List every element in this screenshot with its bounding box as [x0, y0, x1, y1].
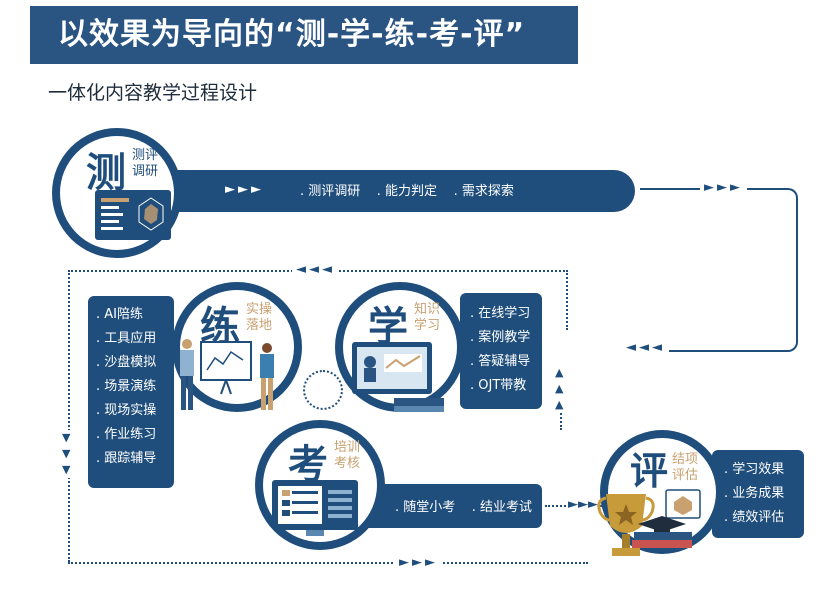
lian-items: . AI陪练 . 工具应用 . 沙盘模拟 . 场景演练 . 现场实操 . 作业练… [96, 303, 156, 471]
ping-card [712, 450, 804, 538]
xue-items: . 在线学习 . 案例教学 . 答疑辅导 . OJT带教 [470, 302, 530, 398]
presenters-whiteboard-icon [175, 330, 285, 426]
lian-label-1: 实操 [246, 302, 273, 317]
arrow-up-2: ▲ [555, 382, 564, 395]
ping-label: 结项 评估 [672, 452, 698, 484]
ce-char: 测 [86, 150, 126, 196]
kao-label-2: 考核 [334, 456, 361, 471]
ping-items: . 学习效果 . 业务成果 . 绩效评估 [724, 458, 784, 530]
ce-bar-arrows: ►►► [225, 182, 264, 197]
trophy-icon [596, 490, 656, 574]
ping-item-1: . 学习效果 [724, 462, 785, 477]
lian-label: 实操 落地 [246, 302, 272, 334]
ping-item-3: . 绩效评估 [724, 510, 785, 525]
kao-item-2: . 结业考试 [471, 500, 533, 515]
ce-label-2: 调研 [132, 164, 159, 179]
radar-report-icon [95, 190, 171, 240]
ce-label-1: 测评 [132, 148, 159, 163]
xue-label-1: 知识 [414, 302, 441, 317]
lian-label-2: 落地 [246, 318, 273, 333]
ce-item-2: . 能力判定 [376, 184, 438, 199]
kao-item-1: . 随堂小考 [395, 500, 456, 515]
xue-item-1: . 在线学习 [470, 306, 531, 321]
xue-item-4: . OJT带教 [470, 378, 527, 393]
connector-ce-to-xue [640, 188, 798, 352]
ping-item-2: . 业务成果 [724, 486, 785, 501]
lian-item-7: . 跟踪辅导 [96, 451, 157, 466]
arrow-up-3: ▲ [555, 398, 564, 411]
arrow-left-seq: ◄◄◄ [622, 340, 669, 355]
cycle-dotted-circle [303, 370, 343, 410]
kao-items: . 随堂小考 . 结业考试 [395, 496, 532, 515]
ce-label: 测评 调研 [132, 148, 158, 180]
xue-label-2: 学习 [414, 318, 441, 333]
lian-card [88, 296, 174, 488]
lian-item-2: . 工具应用 [96, 331, 157, 346]
lian-item-3: . 沙盘模拟 [96, 355, 157, 370]
ping-label-2: 评估 [672, 468, 699, 483]
arrow-down-3: ▼ [62, 463, 71, 476]
xue-item-2: . 案例教学 [470, 330, 531, 345]
ce-item-3: . 需求探索 [453, 184, 514, 199]
exam-screen-icon [270, 478, 360, 544]
dotted-bottom-line [68, 562, 588, 564]
arrow-down-1: ▼ [62, 431, 71, 444]
page-subtitle: 一体化内容教学过程设计 [48, 82, 258, 104]
arrow-right-bottom: ►►► [395, 555, 442, 570]
dotted-left-line [68, 270, 70, 562]
xue-label: 知识 学习 [414, 302, 440, 334]
books-graduation-cap-icon [628, 488, 708, 566]
ce-item-1: . 测评调研 [300, 184, 361, 199]
arrow-down-column: ▼ ▼ ▼ [62, 430, 71, 478]
page-title: 以效果为导向的“测-学-练-考-评” [30, 6, 578, 64]
arrow-right-seq: ►►► [700, 180, 747, 195]
ce-bar [150, 170, 635, 212]
lian-item-5: . 现场实操 [96, 403, 157, 418]
online-course-icon [350, 340, 450, 419]
xue-item-3: . 答疑辅导 [470, 354, 531, 369]
arrow-left-top: ◄◄◄ [292, 262, 339, 277]
arrow-to-ping: ►►► [566, 497, 600, 512]
lian-item-4: . 场景演练 [96, 379, 157, 394]
ce-items: . 测评调研 . 能力判定 . 需求探索 [300, 180, 514, 199]
arrow-down-2: ▼ [62, 447, 71, 460]
ping-label-1: 结项 [672, 452, 699, 467]
xue-card [460, 293, 542, 409]
kao-label-1: 培训 [334, 440, 361, 455]
dotted-right-line [566, 270, 568, 330]
arrow-up-1: ▲ [555, 366, 564, 379]
lian-item-6: . 作业练习 [96, 427, 157, 442]
ping-char: 评 [630, 449, 669, 493]
arrow-up-column: ▲ ▲ ▲ [555, 365, 564, 413]
kao-label: 培训 考核 [334, 440, 360, 472]
lian-item-1: . AI陪练 [96, 307, 143, 322]
